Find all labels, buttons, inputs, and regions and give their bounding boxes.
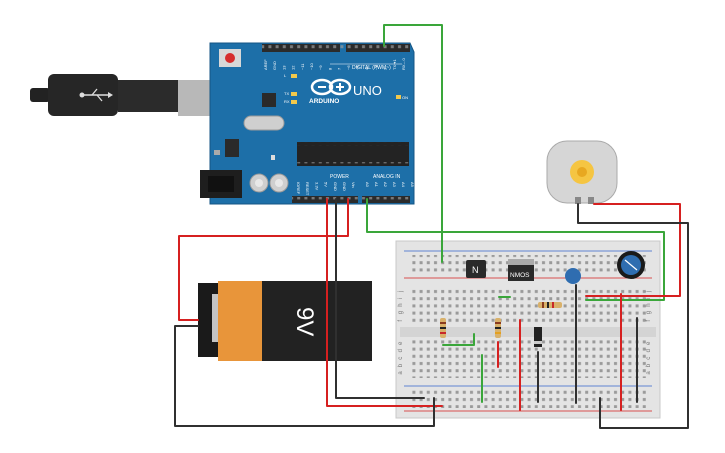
power-header-label: POWER (330, 174, 349, 180)
voltage-regulator (225, 139, 239, 157)
on-led-label: ON (402, 95, 408, 100)
analog-pin-labels: A0 A1 A2 A3 A4 A5 (365, 182, 415, 188)
digital-pin-label-0: AREF (263, 59, 268, 70)
wire-red-motor (585, 203, 681, 297)
row-letter-d-left: d (398, 349, 404, 352)
capacitor-1 (249, 173, 269, 193)
digital-pin-label-4: ~11 (300, 63, 305, 70)
power-pin-label-4: GND (333, 182, 338, 191)
arduino-model: UNO (353, 83, 382, 98)
analog-pin-label-0: A0 (365, 182, 370, 188)
analog-pin-label-3: A3 (392, 182, 397, 188)
wire-green-analog (366, 198, 665, 301)
resistor-3[interactable] (538, 302, 562, 308)
digital-pin-label-14: TX➜1 (392, 59, 397, 70)
digital-pin-label-9: ~6 (346, 65, 351, 70)
arduino-logo (310, 78, 352, 96)
wire-green-digital (383, 24, 443, 263)
power-pin-label-1: RESET (305, 182, 310, 196)
row-letter-e-left: e (398, 341, 404, 345)
row-letter-i-right: i (646, 298, 652, 299)
battery-label: 9V (291, 307, 318, 336)
digital-pin-label-11: 4 (364, 67, 369, 70)
analog-pin-label-5: A5 (410, 182, 415, 188)
resistor-1[interactable] (440, 318, 446, 338)
digital-pin-label-12: ~3 (373, 65, 378, 70)
row-letter-a-left: a (398, 371, 404, 375)
row-letter-d-right: d (646, 349, 652, 352)
ceramic-capacitor[interactable] (565, 268, 581, 284)
digital-pin-label-2: 13 (281, 65, 286, 70)
digital-pin-header (262, 44, 410, 52)
power-pin-label-6: Vin (351, 182, 356, 188)
row-letter-c-left: c (398, 357, 404, 360)
npn-transistor[interactable]: N (466, 260, 486, 278)
digital-pin-label-6: ~9 (318, 65, 323, 70)
led-label-l: L (284, 73, 287, 78)
digital-pin-label-3: 12 (291, 65, 296, 70)
potentiometer[interactable] (617, 251, 645, 279)
row-letter-h-right: h (646, 303, 652, 306)
row-letter-b-left: b (398, 363, 404, 367)
led-label-tx: TX (284, 91, 289, 96)
digital-pin-labels: AREF GND 13 12 ~11 ~10 ~9 8 7 ~6 ~5 4 ~3 2 TX➜1 RX←0 (263, 57, 406, 70)
usb-cable (30, 74, 232, 116)
row-letter-f-right: f (646, 320, 652, 322)
analog-header-label: ANALOG IN (373, 174, 401, 180)
diode[interactable] (534, 327, 542, 347)
power-pin-label-3: 5V (324, 182, 329, 187)
analog-pin-label-2: A2 (383, 182, 388, 188)
wire-black-motor (577, 203, 689, 429)
row-letter-a-right: a (646, 371, 652, 375)
usb-chip (262, 93, 276, 107)
capacitor-2 (269, 173, 289, 193)
row-letter-b-right: b (646, 363, 652, 367)
reset-button[interactable] (219, 49, 241, 67)
power-pin-label-5: GND (342, 182, 347, 191)
wires (174, 24, 689, 429)
wire-red-vin (326, 198, 443, 407)
resistor-2[interactable] (495, 318, 501, 338)
row-letter-g-right: g (646, 311, 652, 314)
led-label-rx: RX (284, 99, 290, 104)
row-letter-f-left: f (398, 320, 404, 322)
battery-9v[interactable]: 9V (198, 281, 372, 361)
row-letter-h-left: h (398, 303, 404, 306)
digital-pin-label-5: ~10 (309, 62, 314, 70)
wire-black-battery (174, 325, 435, 427)
nmos-mosfet[interactable]: NMOS (508, 259, 534, 281)
digital-pin-label-1: GND (272, 61, 277, 70)
crystal-oscillator (243, 115, 285, 131)
row-letter-j-left: j (398, 291, 404, 293)
power-pin-label-0: IOREF (296, 182, 301, 195)
digital-pin-label-10: ~5 (355, 65, 360, 70)
power-pin-label-2: 3.3V (314, 182, 319, 191)
digital-header-label: DIGITAL (PWM~) (352, 65, 391, 71)
row-letter-e-right: e (646, 341, 652, 345)
analog-pin-label-1: A1 (374, 182, 379, 188)
digital-pin-label-7: 8 (327, 67, 332, 70)
wire-black-gnd (335, 198, 425, 399)
arduino-brand: ARDUINO (309, 98, 339, 105)
transistor-label: N (472, 265, 479, 275)
digital-pin-label-13: 2 (383, 67, 388, 70)
row-letter-i-left: i (398, 298, 404, 299)
wire-green-bb-1 (442, 333, 475, 346)
mosfet-label: NMOS (510, 272, 530, 279)
arduino-uno-board[interactable]: AREF GND 13 12 ~11 ~10 ~9 8 7 ~6 ~5 4 ~3 2 TX➜1 RX←0 DI… (200, 42, 415, 205)
row-letter-g-left: g (398, 311, 404, 314)
wire-red-5v (178, 198, 349, 321)
digital-pin-label-15: RX←0 (401, 57, 406, 70)
dc-motor[interactable] (546, 140, 618, 204)
power-pin-labels: IOREF RESET 3.3V 5V GND GND Vin (296, 182, 356, 196)
digital-pin-label-8: 7 (337, 67, 342, 70)
analog-pin-label-4: A4 (401, 182, 406, 188)
row-letter-c-right: c (646, 357, 652, 360)
row-letter-j-right: j (646, 291, 652, 293)
usb-icon (79, 88, 113, 102)
